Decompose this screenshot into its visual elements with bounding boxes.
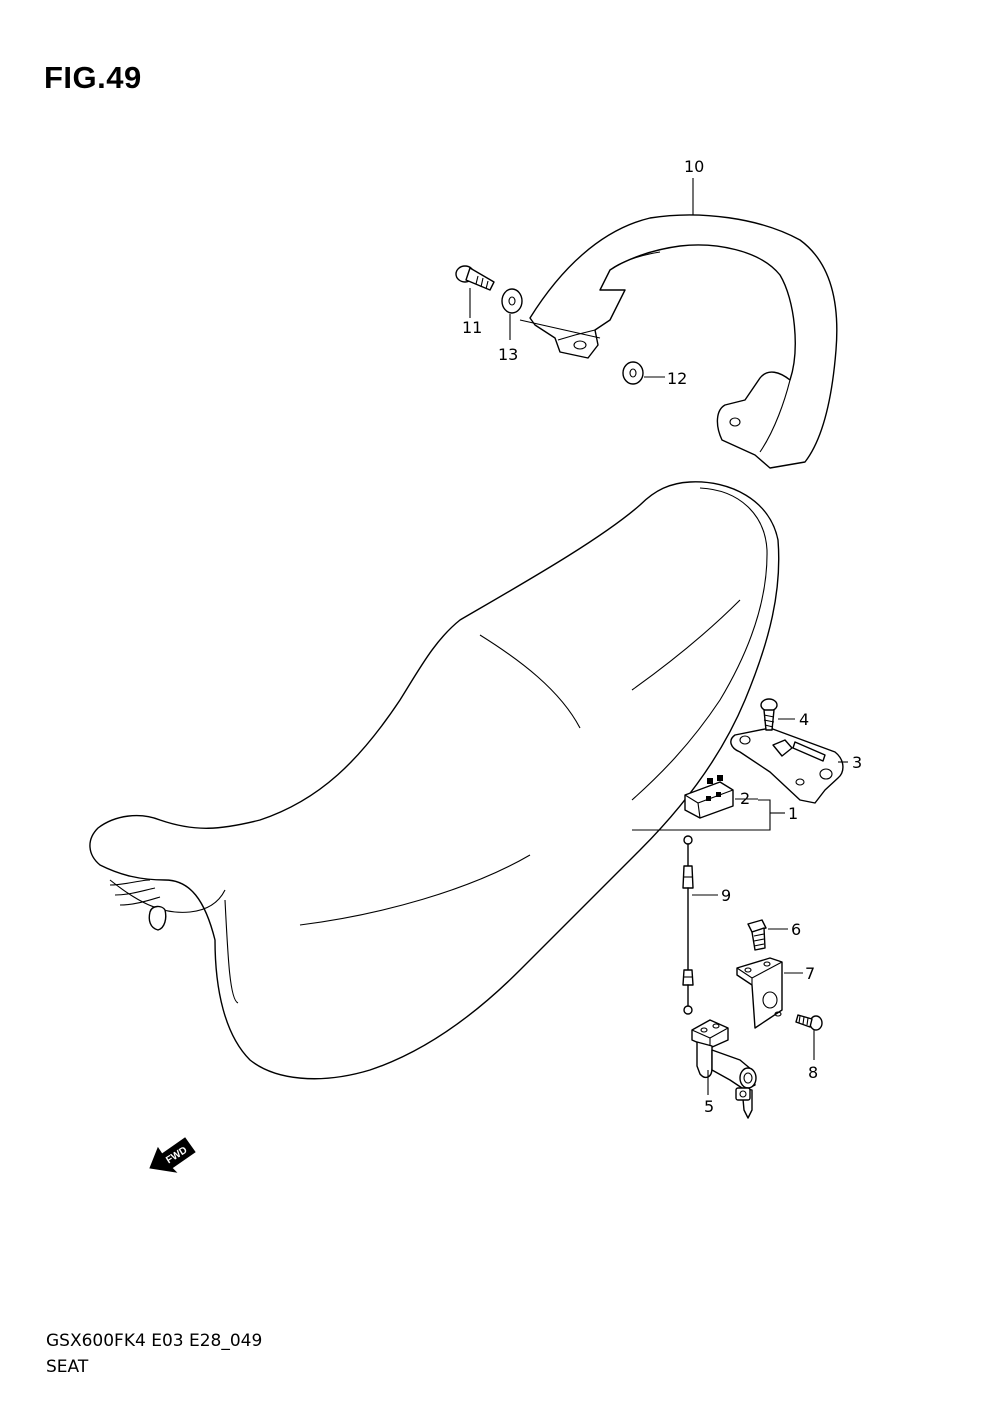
screw-8 xyxy=(795,1014,823,1060)
callout-5: 5 xyxy=(704,1097,714,1116)
callout-13: 13 xyxy=(498,345,518,364)
figure-name: SEAT xyxy=(46,1357,89,1377)
callout-11: 11 xyxy=(462,318,482,337)
callout-1: 1 xyxy=(788,804,798,823)
callout-7: 7 xyxy=(805,964,815,983)
bolt-11 xyxy=(455,265,495,318)
figure-title: FIG.49 xyxy=(44,60,142,95)
cushion-2 xyxy=(684,775,758,819)
grab-rail xyxy=(519,214,838,469)
screw-4 xyxy=(760,698,795,731)
seat xyxy=(89,481,780,1080)
leader-1 xyxy=(632,799,785,831)
callout-3: 3 xyxy=(852,753,862,772)
figure-code: GSX600FK4 E03 E28_049 xyxy=(46,1331,263,1351)
callout-9: 9 xyxy=(721,886,731,905)
callout-2: 2 xyxy=(740,789,750,808)
washer-13 xyxy=(501,288,523,340)
callout-10: 10 xyxy=(684,157,704,176)
nut-12 xyxy=(622,361,665,385)
cable-9 xyxy=(682,835,718,1015)
callout-6: 6 xyxy=(791,920,801,939)
callout-12: 12 xyxy=(667,369,687,388)
lock-5 xyxy=(691,1019,757,1119)
lock-bracket-3 xyxy=(730,727,848,804)
bolt-6 xyxy=(747,919,788,951)
bracket-7 xyxy=(736,957,803,1029)
forward-arrow-icon: FWD xyxy=(149,1137,196,1173)
callout-8: 8 xyxy=(808,1063,818,1082)
callout-4: 4 xyxy=(799,710,809,729)
